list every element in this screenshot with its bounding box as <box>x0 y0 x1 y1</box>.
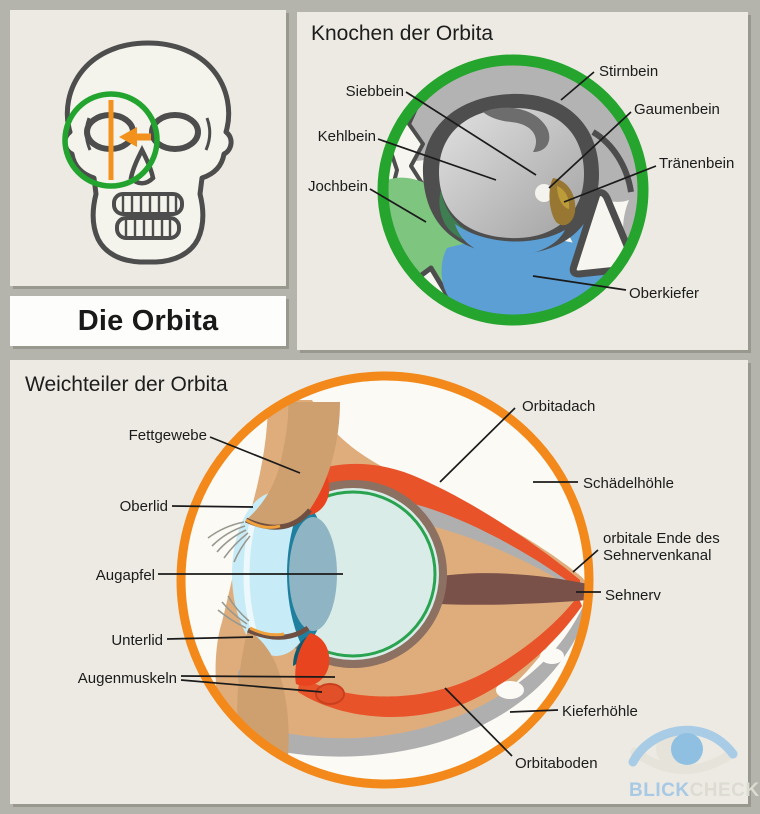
bones-leader-lines <box>369 71 657 291</box>
leader-line-unterlid <box>166 636 254 640</box>
leader-line-kehlbein <box>377 138 497 181</box>
upper-eyelashes <box>207 521 251 563</box>
green-ring <box>377 54 649 326</box>
label-unterlid: Unterlid <box>111 632 163 649</box>
inferior-oblique-muscle <box>315 683 345 705</box>
leader-line-augenmuskeln-2 <box>180 679 323 693</box>
leader-line-jochbein <box>369 188 427 223</box>
eye-logo-icon <box>628 725 738 774</box>
logo-text-blick: BLICK <box>629 780 690 801</box>
lower-eyelashes <box>217 595 250 629</box>
skull-locator-diagram <box>62 40 234 265</box>
orange-ring <box>176 371 594 789</box>
label-gaumenbein: Gaumenbein <box>634 101 720 118</box>
soft-tissue-panel: Weichteiler der Orbita Fettgewebe Oberli… <box>10 360 759 804</box>
skull-locator-panel <box>10 10 286 286</box>
label-sehnervenkanal: orbitale Ende des Sehnervenkanal <box>603 530 720 565</box>
inferior-eye-muscle <box>298 596 582 717</box>
section-arrow <box>108 100 151 180</box>
label-oberkiefer: Oberkiefer <box>629 285 700 302</box>
label-kehlbein: Kehlbein <box>317 128 376 145</box>
main-title-bar: Die Orbita <box>10 296 286 346</box>
leader-line-gaumenbein <box>548 111 632 189</box>
leader-line-stirnbein <box>560 71 595 101</box>
label-traenenbein: Tränenbein <box>659 155 735 172</box>
optic-nerve <box>440 573 588 605</box>
label-oberlid: Oberlid <box>119 498 168 515</box>
bones-panel-title: Knochen der Orbita <box>311 22 494 45</box>
soft-tissue-illustration <box>181 376 589 784</box>
label-orbitaboden: Orbitaboden <box>515 755 598 772</box>
lacrimal-fossa <box>535 184 553 202</box>
soft-panel-title: Weichteiler der Orbita <box>25 373 228 396</box>
eye-socket-right <box>149 112 201 152</box>
lower-teeth <box>115 216 181 240</box>
soft-tissue-leader-lines <box>158 407 601 757</box>
logo-text: BLICKCHECK <box>629 780 760 802</box>
label-orbitadach: Orbitadach <box>522 398 596 415</box>
label-siebbein: Siebbein <box>345 83 404 100</box>
sphenoid-region <box>439 190 491 243</box>
leader-line-oberlid <box>171 505 254 508</box>
orbit-highlight-circle <box>62 91 160 189</box>
leader-line-fettgewebe <box>209 436 301 474</box>
skull-outline <box>62 40 234 265</box>
logo-text-check: CHECK <box>689 780 760 801</box>
label-augenmuskeln: Augenmuskeln <box>77 670 177 687</box>
leader-line-augenmuskeln-1 <box>180 675 336 678</box>
label-fettgewebe: Fettgewebe <box>128 427 207 444</box>
upper-eyelid <box>207 402 340 563</box>
leader-line-traenenbein <box>563 165 657 203</box>
label-schaedelhoehle: Schädelhöhle <box>583 475 674 492</box>
leader-line-siebbein <box>405 91 537 176</box>
leader-line-kieferhoehle <box>509 709 559 713</box>
label-kieferhoehle: Kieferhöhle <box>562 703 638 720</box>
bones-illustration <box>386 63 640 317</box>
label-augapfel: Augapfel <box>95 567 155 584</box>
label-jochbein: Jochbein <box>307 178 368 195</box>
label-stirnbein: Stirnbein <box>599 63 659 80</box>
leader-line-sehnervenkanal <box>572 549 599 573</box>
leader-line-oberkiefer <box>532 275 627 291</box>
orbit-bones-diagram <box>369 54 657 326</box>
leader-line-orbitadach <box>439 407 516 483</box>
main-title: Die Orbita <box>77 304 219 337</box>
orbit-soft-tissue-diagram <box>158 371 601 789</box>
label-sehnerv: Sehnerv <box>605 587 661 604</box>
blickcheck-logo: BLICKCHECK <box>627 720 759 801</box>
leader-line-orbitaboden <box>444 687 513 757</box>
orbital-roof-region <box>307 402 586 598</box>
bones-panel: Knochen der Orbita Stirnbein Siebbein Ga… <box>297 12 748 350</box>
